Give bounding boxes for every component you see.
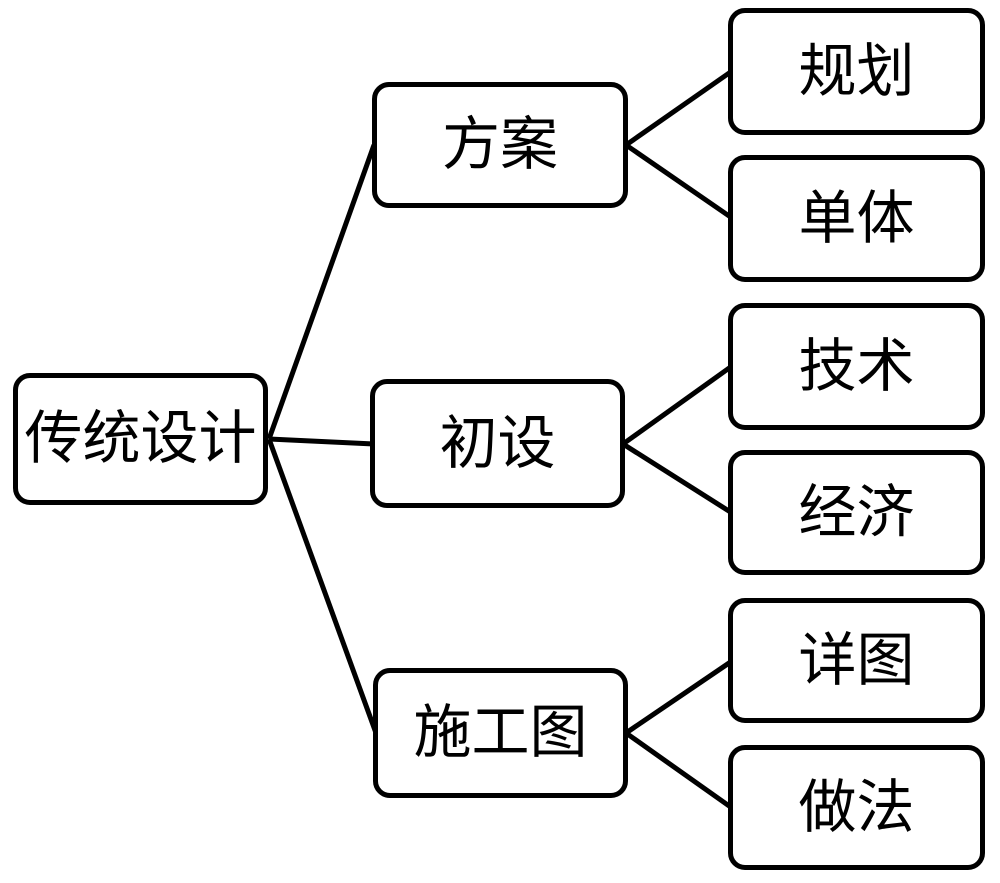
edge-chushe-jingji bbox=[621, 441, 734, 516]
edge-fangan-danti bbox=[624, 142, 734, 221]
edge-root-fangan bbox=[266, 144, 377, 440]
edge-fangan-guihua bbox=[624, 68, 734, 148]
node-method-label: 做法 bbox=[798, 774, 915, 840]
node-construction-drawing-label: 施工图 bbox=[413, 700, 588, 765]
node-single-building: 单体 bbox=[728, 155, 985, 282]
node-single-building-label: 单体 bbox=[798, 185, 915, 251]
node-planning-label: 规划 bbox=[798, 38, 915, 104]
node-technology: 技术 bbox=[728, 303, 985, 430]
node-planning: 规划 bbox=[728, 8, 985, 135]
node-traditional-design: 传统设计 bbox=[13, 373, 268, 505]
node-economy-label: 经济 bbox=[798, 479, 915, 545]
node-method: 做法 bbox=[728, 745, 985, 870]
edge-shigongtu-xiangtu bbox=[624, 658, 734, 736]
node-preliminary-design-label: 初设 bbox=[439, 410, 556, 476]
node-construction-drawing: 施工图 bbox=[373, 668, 628, 798]
node-preliminary-design: 初设 bbox=[370, 379, 625, 508]
edge-chushe-jishu bbox=[621, 363, 734, 447]
node-detail-drawing: 详图 bbox=[728, 598, 985, 723]
node-technology-label: 技术 bbox=[798, 333, 915, 399]
node-scheme: 方案 bbox=[372, 82, 628, 208]
edge-root-chushe bbox=[268, 436, 375, 447]
node-scheme-label: 方案 bbox=[441, 112, 558, 177]
edge-shigongtu-zuofa bbox=[624, 730, 734, 811]
node-economy: 经济 bbox=[728, 450, 985, 575]
edge-root-shigongtu bbox=[266, 438, 379, 734]
node-detail-drawing-label: 详图 bbox=[798, 627, 915, 693]
node-traditional-design-label: 传统设计 bbox=[24, 406, 257, 471]
